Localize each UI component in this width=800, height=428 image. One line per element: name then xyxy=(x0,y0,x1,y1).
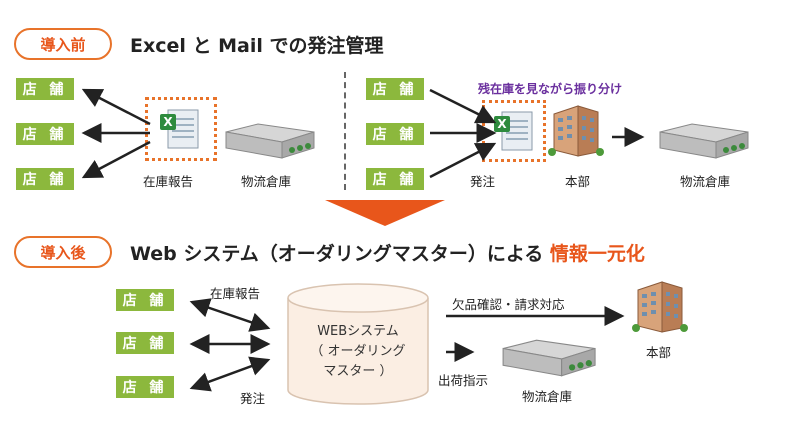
before-badge: 導入前 xyxy=(14,28,112,60)
flow-arrow xyxy=(81,88,151,126)
stock-report-label: 在庫報告 xyxy=(143,174,194,189)
store-box: 店 舗 xyxy=(366,168,424,190)
order-label: 発注 xyxy=(470,174,496,189)
before-heading: Excel と Mail での発注管理 xyxy=(130,35,384,57)
warehouse-icon xyxy=(659,123,749,159)
flow-arrow xyxy=(429,88,497,124)
svg-text:X: X xyxy=(497,117,507,131)
warehouse-icon xyxy=(225,123,315,159)
system-name-line: マスター ） xyxy=(323,364,393,379)
store-box: 店 舗 xyxy=(16,123,74,145)
warehouse-icon xyxy=(502,339,596,377)
after-heading: Web システム（オーダリングマスター）による 情報一元化 xyxy=(130,239,645,266)
section-divider xyxy=(344,72,346,190)
flow-arrow xyxy=(189,298,271,332)
flow-arrow xyxy=(429,142,497,179)
store-box: 店 舗 xyxy=(116,376,174,398)
flow-arrow xyxy=(81,140,151,179)
store-box: 店 舗 xyxy=(16,168,74,190)
store-box: 店 舗 xyxy=(16,78,74,100)
warehouse-label: 物流倉庫 xyxy=(522,389,573,404)
system-name-line: （ オーダリング xyxy=(310,344,406,359)
svg-text:X: X xyxy=(163,115,173,129)
store-box: 店 舗 xyxy=(366,78,424,100)
system-name-line: WEBシステム xyxy=(317,324,399,339)
stock-confirm-label: 欠品確認・請求対応 xyxy=(452,297,565,312)
after-heading-accent: 情報一元化 xyxy=(549,243,645,265)
flow-arrow xyxy=(189,356,271,392)
hq-label: 本部 xyxy=(565,174,591,189)
stock-report-label: 在庫報告 xyxy=(210,286,261,301)
building-icon xyxy=(632,281,688,333)
hq-label: 本部 xyxy=(646,345,672,360)
excel-highlight-box xyxy=(145,97,217,161)
store-box: 店 舗 xyxy=(116,332,174,354)
excel-file-icon: X xyxy=(494,111,533,151)
store-box: 店 舗 xyxy=(366,123,424,145)
transition-arrow xyxy=(325,200,445,226)
after-badge: 導入後 xyxy=(14,236,112,268)
after-heading-main: Web システム（オーダリングマスター）による xyxy=(130,243,550,265)
allocation-note: 残在庫を見ながら振り分け xyxy=(478,82,623,96)
order-label: 発注 xyxy=(240,391,266,406)
database-icon xyxy=(287,283,429,405)
warehouse-label: 物流倉庫 xyxy=(680,174,731,189)
building-icon xyxy=(548,105,604,157)
excel-file-icon: X xyxy=(160,109,199,149)
system-name: WEBシステム （ オーダリング マスター ） xyxy=(290,322,426,382)
shipping-instruction-label: 出荷指示 xyxy=(438,373,489,388)
warehouse-label: 物流倉庫 xyxy=(241,174,292,189)
store-box: 店 舗 xyxy=(116,289,174,311)
